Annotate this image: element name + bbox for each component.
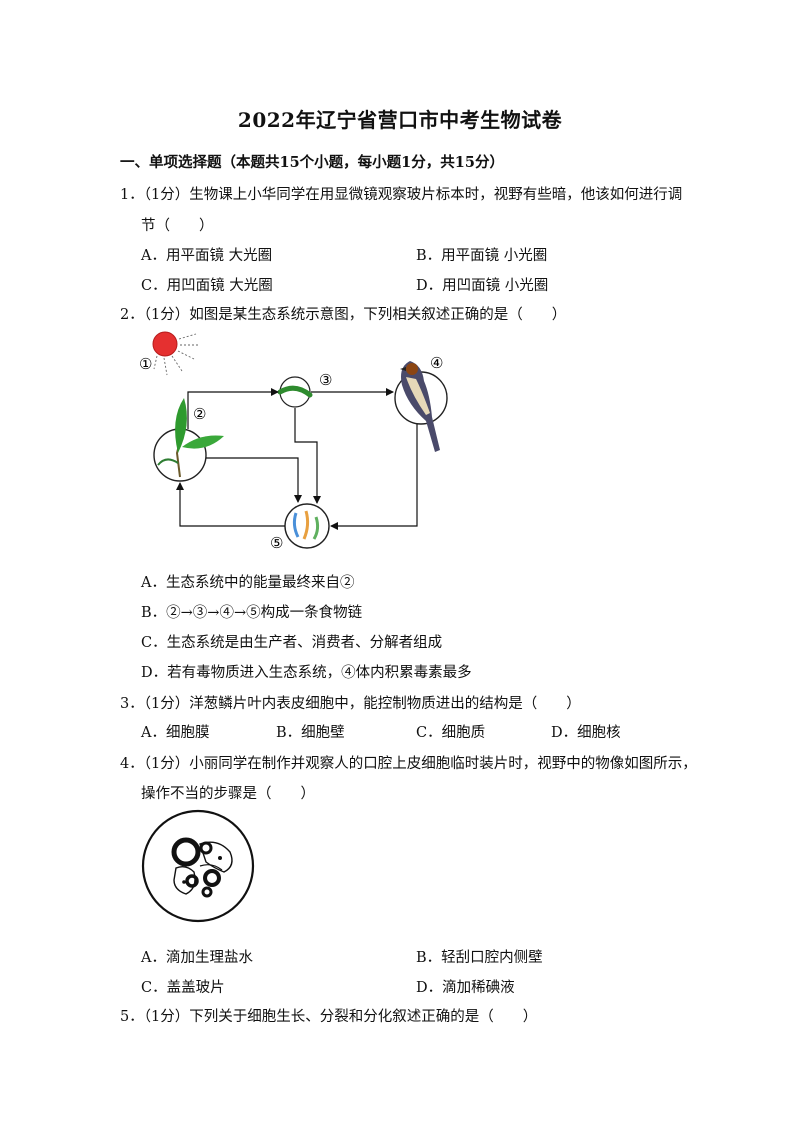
label-1: ① [139, 355, 152, 373]
bacteria-icon [284, 503, 330, 549]
question-1-option-a: A．用平面镜 大光圈 [141, 248, 273, 264]
question-4-option-a: A．滴加生理盐水 [141, 950, 253, 966]
question-4-option-b: B．轻刮口腔内侧壁 [416, 950, 543, 966]
plant-icon [153, 398, 224, 482]
sun-icon [152, 331, 200, 376]
question-3-option-c: C．细胞质 [416, 725, 486, 741]
question-4-option-d: D．滴加稀碘液 [416, 980, 515, 996]
question-5-stem: 5．（1分）下列关于细胞生长、分裂和分化叙述正确的是（ ） [120, 1009, 538, 1025]
label-5: ⑤ [270, 534, 283, 552]
microscope-view-figure [141, 809, 255, 923]
question-3-stem: 3．（1分）洋葱鳞片叶内表皮细胞中，能控制物质进出的结构是（ ） [120, 696, 581, 712]
question-1-stem-cont: 节（ ） [141, 218, 214, 234]
question-3-option-d: D．细胞核 [551, 725, 621, 741]
question-2-option-c: C．生态系统是由生产者、消费者、分解者组成 [141, 635, 443, 651]
caterpillar-icon [277, 376, 313, 408]
label-2: ② [193, 405, 206, 423]
question-4-stem: 4．（1分）小丽同学在制作并观察人的口腔上皮细胞临时装片时，视野中的物像如图所示… [120, 756, 697, 772]
question-1-option-d: D．用凹面镜 小光圈 [416, 278, 549, 294]
question-1-option-b: B．用平面镜 小光圈 [416, 248, 548, 264]
question-2-stem: 2．（1分）如图是某生态系统示意图，下列相关叙述正确的是（ ） [120, 307, 567, 323]
question-3-option-a: A．细胞膜 [141, 725, 210, 741]
label-3: ③ [319, 371, 332, 389]
section-heading: 一、单项选择题（本题共15个小题，每小题1分，共15分） [120, 154, 504, 171]
question-1-stem: 1．（1分）生物课上小华同学在用显微镜观察玻片标本时，视野有些暗，他该如何进行调 [120, 187, 683, 203]
bird-icon [394, 361, 448, 452]
question-1-option-c: C．用凹面镜 大光圈 [141, 278, 273, 294]
question-2-option-a: A．生态系统中的能量最终来自② [141, 575, 355, 591]
question-2-option-d: D．若有毒物质进入生态系统，④体内积累毒素最多 [141, 665, 472, 681]
question-2-option-b: B．②→③→④→⑤构成一条食物链 [141, 605, 363, 621]
ecosystem-diagram: ① ② ③ ④ ⑤ [139, 331, 448, 552]
page-title: 2022年辽宁省营口市中考生物试卷 [237, 108, 563, 132]
question-3-option-b: B．细胞壁 [276, 725, 345, 741]
question-4-stem-cont: 操作不当的步骤是（ ） [141, 786, 315, 802]
label-4: ④ [430, 354, 443, 372]
question-4-option-c: C．盖盖玻片 [141, 980, 225, 996]
